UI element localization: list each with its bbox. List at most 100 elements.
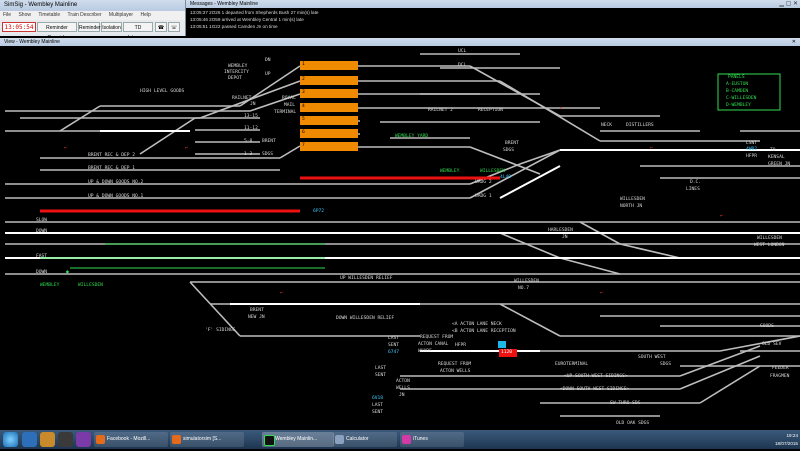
label-hfpr: HFPR	[455, 343, 467, 348]
label-ucl: UCL	[458, 49, 467, 54]
signal-icon[interactable]: ↩	[560, 106, 563, 111]
telephone-list-icon[interactable]: ☏	[168, 22, 180, 32]
label-willesden-north: WILLESDEN	[620, 197, 645, 202]
app-icon[interactable]	[76, 432, 91, 447]
taskbar-item-facebook[interactable]: Facebook - Mozill...	[94, 432, 168, 447]
berth-1120[interactable]: 1120	[501, 350, 513, 355]
menu-timetable[interactable]: Timetable	[38, 12, 61, 18]
label-railnet-jn: JN	[250, 102, 256, 107]
signal-icon[interactable]: ↩	[720, 214, 723, 219]
label-fast: FAST	[36, 254, 48, 259]
platform-number: 4	[302, 104, 305, 109]
label-sdgs: SDGS	[262, 152, 274, 157]
view-close-icon[interactable]: ✕	[791, 39, 796, 45]
view-titlebar[interactable]: View - Wembley Mainline ✕	[0, 38, 800, 46]
label-up-south-west-sidings: <UP SOUTH WEST SIDINGS>	[564, 374, 628, 379]
ie-icon[interactable]	[22, 432, 37, 447]
label-up-down-goods-1: UP & DOWN GOODS NO.1	[88, 194, 144, 199]
messages-titlebar[interactable]: Messages - Wembley Mainline	[186, 0, 800, 8]
berth-4l40[interactable]: 4L40	[500, 175, 512, 180]
label-request-acton-wells: ACTON WELLS	[440, 369, 471, 374]
label-brent: BRENT	[262, 139, 276, 144]
label-brent-new-jn: NEW JN	[248, 315, 265, 320]
message-line: 13:05:46 2O59 arrived at Wembley Central…	[190, 17, 304, 22]
berth-6p72[interactable]: 6P72	[313, 209, 325, 214]
menu-bar: File Show Timetable Train Describer Mult…	[0, 11, 185, 20]
menu-multiplayer[interactable]: Multiplayer	[108, 12, 134, 18]
label-hfpr: HFPR	[746, 154, 758, 159]
label-request-from: REQUEST FROM	[420, 335, 454, 340]
platform-number: 6	[302, 130, 305, 135]
label-wembley-intercity: INTERCITY	[224, 70, 249, 75]
signal-icon[interactable]: ↩	[600, 291, 603, 296]
taskbar-item-calculator[interactable]: Calculator	[333, 432, 397, 447]
train-berth-marker	[498, 341, 506, 348]
signalling-diagram[interactable]: 1 2 3 4 5 6 7 HIGH LEVEL GOODS WEMBLEY I…	[0, 46, 800, 430]
menu-file[interactable]: File	[3, 12, 12, 18]
label-euroterminal: EUROTERMINAL	[555, 362, 589, 367]
panels-legend-item: C-WILLESDEN	[726, 96, 757, 101]
label-railnet-recep: RAILNET 2	[428, 108, 453, 113]
label-last-sent: LAST	[388, 336, 400, 341]
taskbar-item-label: simulatorsim [S...	[183, 436, 222, 442]
berth-6v18[interactable]: 6V18	[372, 396, 384, 401]
taskbar-item-itunes[interactable]: iTunes	[400, 432, 464, 447]
signal-icon[interactable]: ↩	[185, 146, 188, 151]
label-11-12: 11-12	[244, 126, 258, 131]
label-railnet-jn: RAILNET	[232, 96, 252, 101]
label-to-kensal: TO	[770, 148, 776, 153]
label-green-jn: GREEN JN	[768, 162, 791, 167]
steam-icon[interactable]	[58, 432, 73, 447]
label-kensal: KENSAL	[768, 155, 785, 160]
label-old-oak-sdgs: OLD OAK SDGS	[616, 421, 650, 426]
label-harlesden-jn: JN	[562, 235, 568, 240]
berth-6747[interactable]: 6747	[388, 350, 400, 355]
isolation-button[interactable]: Isolation	[101, 22, 122, 32]
phone-icon[interactable]: ☎	[155, 22, 167, 32]
td-interpose-button[interactable]: TD Interpose	[123, 22, 153, 41]
label-acton-wells: ACTON	[396, 379, 410, 384]
tray-time: 19:24	[786, 433, 799, 438]
taskbar-item-wembley-mainline[interactable]: Wembley Mainlin...	[262, 432, 334, 447]
taskbar-item-simulatorsim[interactable]: simulatorsim [S...	[170, 432, 244, 447]
signal-icon[interactable]: ●	[66, 270, 69, 275]
label-up-down-goods-2: UP & DOWN GOODS NO.2	[88, 180, 144, 185]
system-tray[interactable]: 19:24 18/07/2015	[775, 430, 798, 451]
main-window-titlebar[interactable]: SimSig - Wembley Mainline	[0, 0, 185, 11]
label-wembley-yard: WEMBLEY YARD	[395, 134, 429, 139]
label-royal-mail: ROYAL	[282, 96, 296, 101]
window-controls[interactable]: ▁ ▢ ✕	[779, 1, 798, 7]
menu-show[interactable]: Show	[18, 12, 31, 18]
label-acton-canal: ACTON CANAL	[418, 342, 449, 347]
label-west-london: WEST LONDON	[754, 243, 785, 248]
berth-4w02[interactable]: 4W02	[746, 147, 758, 152]
message-line: 13:05:37 2O26 1 departed from Shepherds …	[190, 10, 319, 15]
platform-number: 2	[302, 77, 305, 82]
reminder-override-button[interactable]: Reminder Override	[37, 22, 77, 41]
label-distillers: DISTILLERS	[626, 123, 654, 128]
panels-legend-item: B-CAMDEN	[726, 89, 749, 94]
panels-legend-box	[717, 73, 781, 111]
menu-help[interactable]: Help	[140, 12, 151, 18]
signal-icon[interactable]: ↩	[650, 146, 653, 151]
label-wembley-route: WEMBLEY	[440, 169, 460, 174]
label-willesden-north: NORTH JN	[620, 204, 643, 209]
overlap-lines	[40, 243, 325, 269]
label-willesden-route: WILLESDEN	[480, 169, 505, 174]
menu-train-describer[interactable]: Train Describer	[67, 12, 102, 18]
reminder-button[interactable]: Reminder	[78, 22, 101, 32]
signal-icon[interactable]: ↩	[64, 146, 67, 151]
train-berth-1120	[499, 349, 517, 357]
signal-icon[interactable]: ↩	[280, 291, 283, 296]
itunes-icon	[402, 435, 411, 444]
label-lsnt: LSNT	[746, 141, 758, 146]
label-up-willesden-relief: UP WILLESDEN RELIEF	[340, 276, 393, 281]
label-dn: DN	[265, 58, 271, 63]
label-down: DOWN	[36, 229, 48, 234]
start-button-icon[interactable]	[3, 432, 18, 447]
label-wembley-intercity: DEPOT	[228, 76, 242, 81]
explorer-icon[interactable]	[40, 432, 55, 447]
track-lines	[5, 53, 800, 417]
firefox-icon	[96, 435, 105, 444]
label-acton-lane-neck: <A ACTON LANE NECK	[452, 322, 502, 327]
